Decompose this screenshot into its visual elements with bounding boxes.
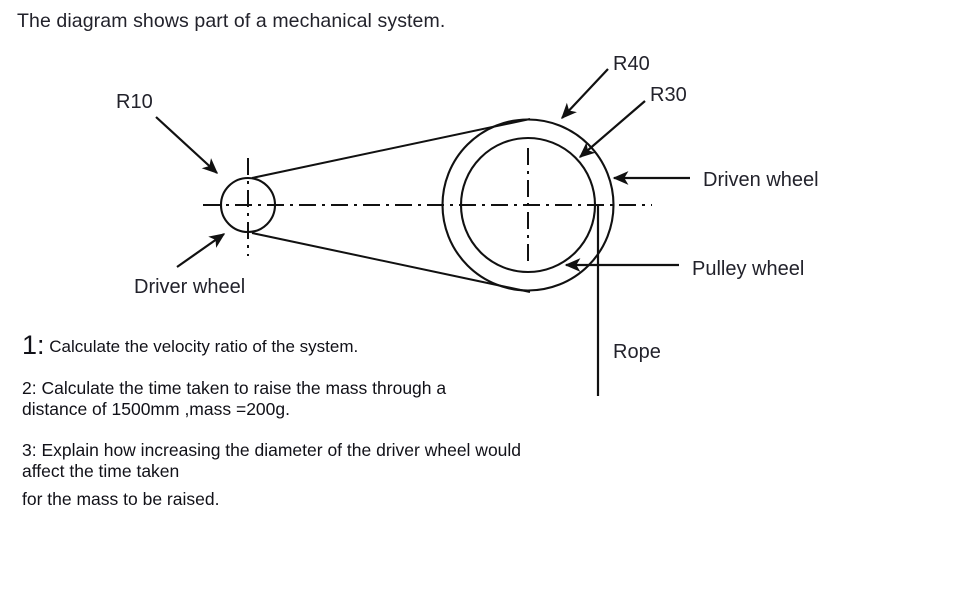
r40-leader: R40 [561,53,650,120]
r30-label: R30 [650,84,687,106]
driven-wheel-label: Driven wheel [703,169,819,191]
r30-leader-line [578,100,646,158]
pulley-wheel-leader: Pulley wheel [564,258,804,280]
r40-leader-line [561,68,609,120]
rope-leader: Rope [596,205,661,396]
driven-wheel-leader: Driven wheel [612,169,819,191]
rope-label: Rope [613,341,661,363]
page-title: The diagram shows part of a mechanical s… [17,10,446,32]
question-3-line-3: for the mass to be raised. [22,489,220,509]
belt-lower-line [251,232,531,293]
question-2-line-1: 2: Calculate the time taken to raise the… [22,378,447,398]
r10-leader: R10 [116,91,219,174]
driver-wheel-leader: Driver wheel [134,233,245,298]
r40-label: R40 [613,53,650,75]
driver-wheel-label: Driver wheel [134,276,245,298]
question-1: 1: Calculate the velocity ratio of the s… [22,330,358,361]
question-2-line-2: distance of 1500mm ,mass =200g. [22,399,290,419]
question-3: 3: Explain how increasing the diameter o… [22,440,622,510]
r10-leader-line [155,116,219,174]
question-3-line-1: 3: Explain how increasing the diameter o… [22,440,522,460]
driver-wheel-leader-line [176,233,226,268]
belt-lines [251,118,531,293]
r10-label: R10 [116,91,153,113]
question-1-text: Calculate the velocity ratio of the syst… [49,337,359,356]
r30-leader: R30 [578,84,687,158]
question-3-line-2: affect the time taken [22,461,180,481]
pulley-wheel-label: Pulley wheel [692,258,804,280]
question-2: 2: Calculate the time taken to raise the… [22,378,562,420]
centerlines [203,148,652,262]
question-1-number: 1: [22,330,45,360]
belt-upper-line [251,118,531,179]
